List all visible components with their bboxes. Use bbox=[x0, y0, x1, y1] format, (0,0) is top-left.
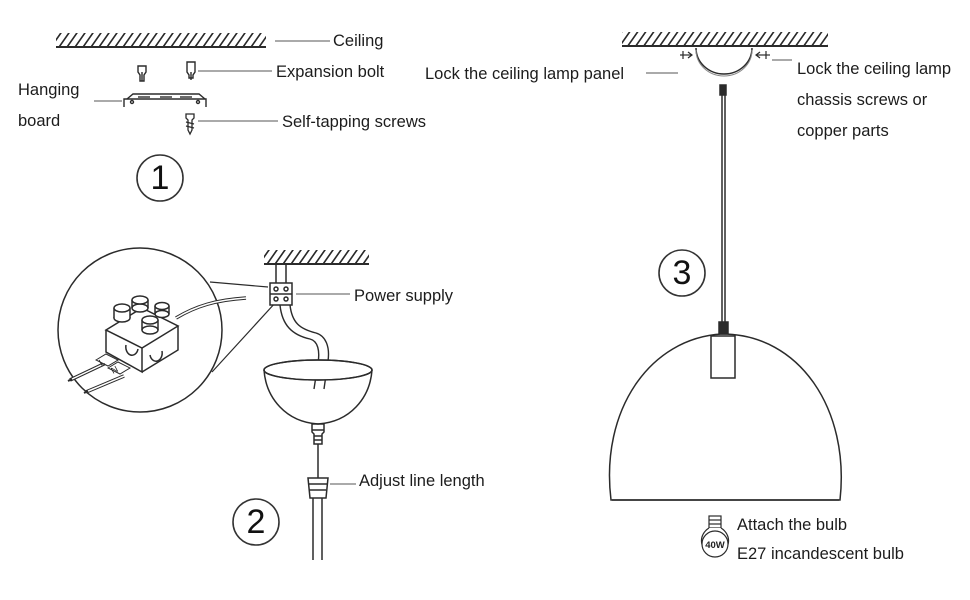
step3-number: 3 bbox=[672, 254, 692, 292]
attach-bulb-label: Attach the bulb bbox=[737, 516, 848, 534]
hanging-board-icon bbox=[123, 93, 207, 107]
step2-ceiling bbox=[264, 250, 369, 265]
lock-chassis-label-line3: copper parts bbox=[797, 122, 889, 140]
step1-circle bbox=[136, 154, 184, 202]
cord-adjuster-icon bbox=[307, 477, 329, 560]
lock-panel-label: Lock the ceiling lamp panel bbox=[425, 65, 625, 83]
step2-number: 2 bbox=[246, 503, 266, 541]
canopy-bowl bbox=[263, 359, 373, 425]
hanging-board-label-line2: board bbox=[18, 112, 61, 130]
self-tapping-screw-icon bbox=[185, 113, 195, 136]
step2-circle bbox=[232, 498, 280, 546]
ceiling-label: Ceiling bbox=[333, 32, 384, 50]
lock-chassis-label-line1: Lock the ceiling lamp bbox=[797, 60, 952, 78]
expansion-bolt-icon bbox=[137, 61, 196, 82]
lock-arrow-left-icon bbox=[680, 51, 693, 59]
power-supply-junction-icon bbox=[269, 264, 293, 306]
pendant-cord bbox=[718, 84, 729, 335]
cord-grip-icon bbox=[311, 423, 325, 478]
step1-ceiling bbox=[56, 33, 266, 48]
hanging-board-label-line1: Hanging bbox=[18, 81, 80, 99]
bulb-wattage: 40W bbox=[705, 540, 725, 551]
bulb-icon bbox=[700, 515, 730, 558]
step1-group bbox=[56, 33, 330, 202]
terminal-mark-n: N bbox=[109, 364, 119, 376]
terminal-mark-l: L bbox=[97, 357, 106, 368]
adjust-line-length-label: Adjust line length bbox=[359, 472, 485, 490]
lock-chassis-label-line2: chassis screws or bbox=[797, 91, 928, 109]
terminal-block-icon bbox=[67, 295, 247, 394]
step2-group: L N bbox=[57, 247, 373, 560]
lock-arrow-right-icon bbox=[755, 51, 770, 59]
bulb-type-label: E27 incandescent bulb bbox=[737, 545, 904, 563]
expansion-bolt-label: Expansion bolt bbox=[276, 63, 385, 81]
self-tapping-screws-label: Self-tapping screws bbox=[282, 113, 426, 131]
pendant-shade bbox=[608, 333, 842, 501]
step3-circle bbox=[658, 249, 706, 297]
power-cable bbox=[279, 304, 330, 390]
ceiling-canopy bbox=[695, 47, 753, 75]
step3-ceiling bbox=[622, 32, 828, 47]
power-supply-label: Power supply bbox=[354, 287, 454, 305]
step3-group: 40W bbox=[608, 32, 842, 558]
step1-number: 1 bbox=[150, 159, 170, 197]
